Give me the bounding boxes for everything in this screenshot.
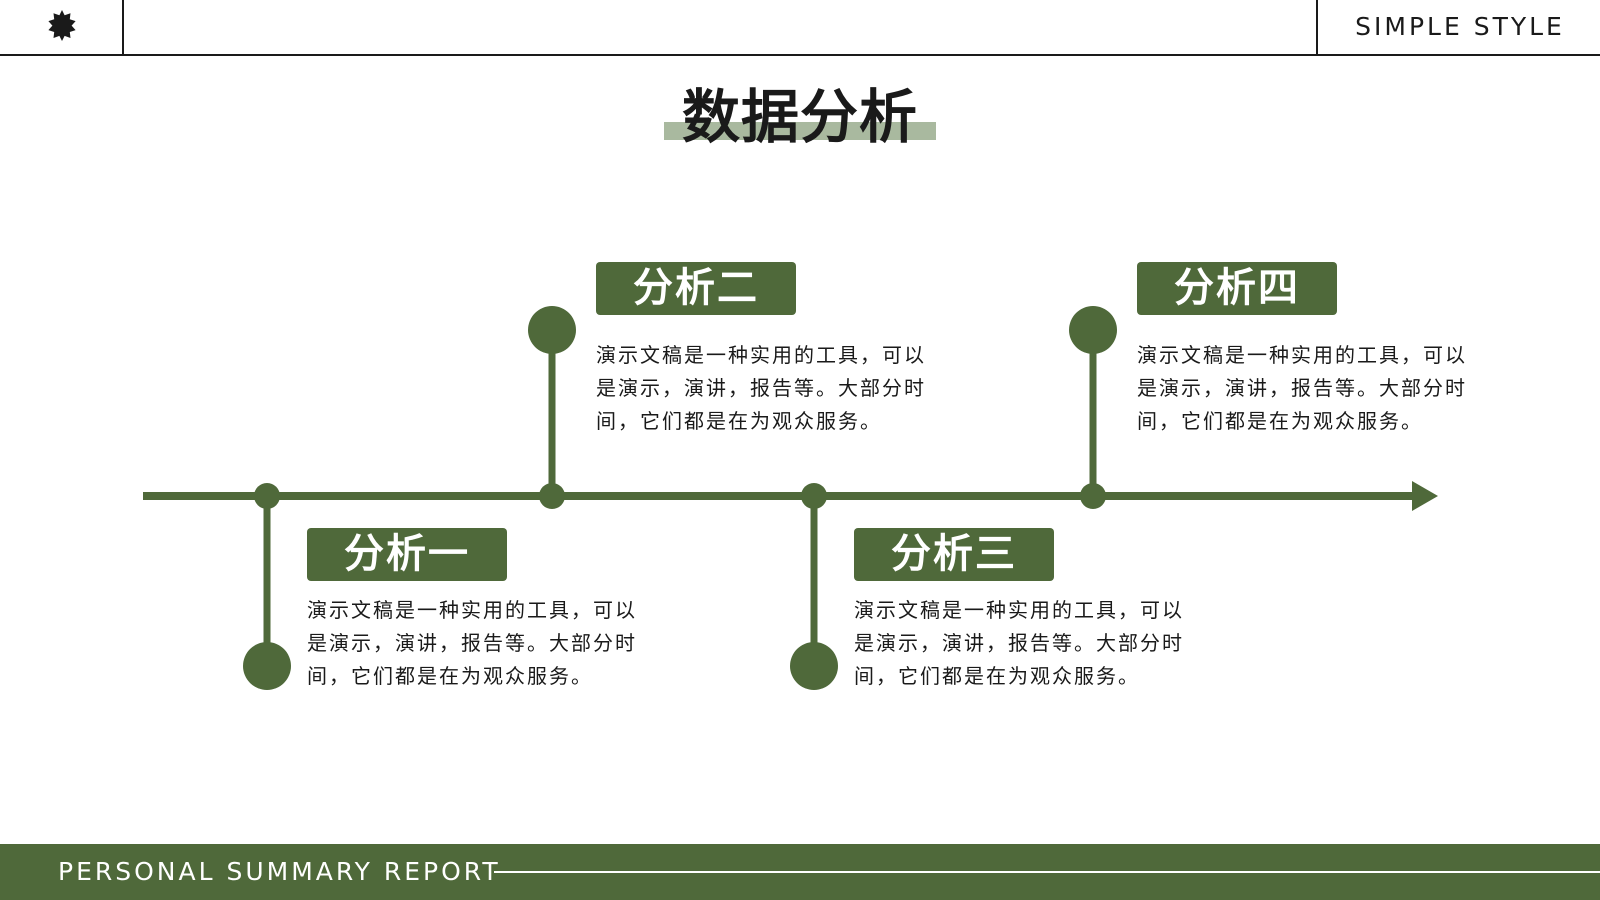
timeline-arrow-head: [1412, 481, 1438, 511]
footer-text: PERSONAL SUMMARY REPORT: [58, 857, 501, 886]
analysis-3-text: 演示文稿是一种实用的工具，可以是演示，演讲，报告等。大部分时间，它们都是在为观众…: [854, 598, 1184, 688]
analysis-1-text: 演示文稿是一种实用的工具，可以是演示，演讲，报告等。大部分时间，它们都是在为观众…: [307, 598, 637, 688]
analysis-4-label: 分析四: [1137, 262, 1337, 315]
footer: PERSONAL SUMMARY REPORT: [0, 844, 1600, 900]
page-title: 数据分析: [681, 83, 918, 151]
analysis-2-text: 演示文稿是一种实用的工具，可以是演示，演讲，报告等。大部分时间，它们都是在为观众…: [596, 343, 926, 433]
footer-divider: [494, 871, 1600, 873]
analysis-3-label: 分析三: [854, 528, 1054, 581]
title-highlight-bar: [664, 122, 936, 140]
starburst-icon: [48, 10, 76, 41]
analysis-4-text: 演示文稿是一种实用的工具，可以是演示，演讲，报告等。大部分时间，它们都是在为观众…: [1137, 343, 1467, 433]
header-brand-cell: SIMPLE STYLE: [1316, 0, 1600, 55]
timeline-node-4: [1069, 306, 1117, 509]
header-logo-cell: [0, 0, 124, 55]
timeline-node-3: [790, 483, 838, 690]
header-brand: SIMPLE STYLE: [1355, 12, 1565, 41]
analysis-1-label: 分析一: [307, 528, 507, 581]
timeline-node-1: [243, 483, 291, 690]
timeline-node-2: [528, 306, 576, 509]
header: SIMPLE STYLE: [0, 0, 1600, 56]
analysis-2-label: 分析二: [596, 262, 796, 315]
